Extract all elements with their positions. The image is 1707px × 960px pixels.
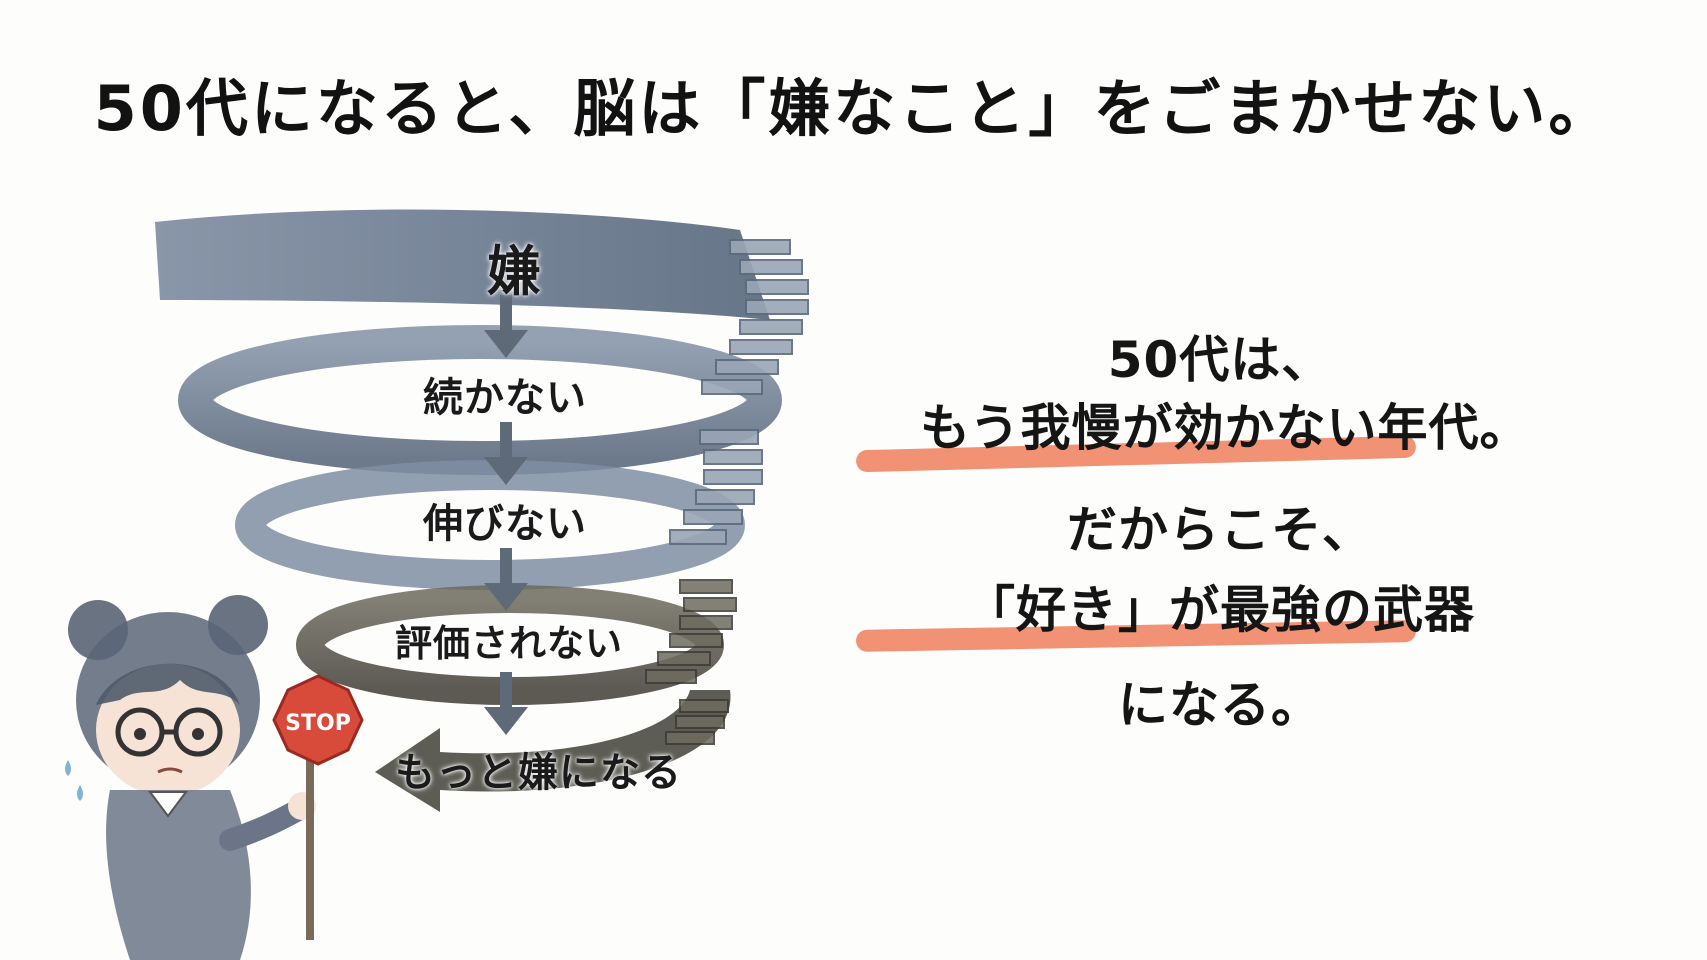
down-arrow-icon [484, 422, 528, 485]
stop-sign-text: STOP [285, 711, 351, 736]
down-arrow-icon [484, 548, 528, 611]
message-line-1: 50代は、 [1107, 331, 1333, 389]
page-title: 50代になると、脳は「嫌なこと」をごまかせない。 [93, 72, 1614, 145]
step-label-not-continue: 続かない [423, 375, 587, 421]
step-label-dislike: 嫌 [487, 240, 542, 303]
spiral-staircase-drawing: STOP [65, 209, 809, 960]
stop-sign-icon: STOP [272, 674, 364, 940]
message-line-5: になる。 [1118, 676, 1322, 734]
top-landing [155, 209, 770, 320]
girl-character [65, 595, 316, 960]
step-label-not-grow: 伸びない [423, 501, 587, 547]
step-label-more-dislike: もっと嫌になる [395, 750, 682, 796]
bottom-arrow-ring [375, 690, 731, 812]
message-line-2: もう我慢が効かない年代。 [920, 399, 1531, 457]
stairs [669, 239, 809, 545]
message-line-4: 「好き」が最強の武器 [965, 581, 1475, 639]
down-arrow-icon [484, 295, 528, 358]
spiral-staircase-illustration: STOP 嫌 続かない 伸びない 評価されない もっと嫌になる [40, 200, 920, 960]
ring-1 [178, 325, 782, 475]
glasses-icon [115, 707, 223, 757]
down-arrow-icon [484, 672, 528, 735]
step-label-not-evaluated: 評価されない [395, 622, 623, 665]
stairs-dark [645, 579, 737, 745]
down-arrows [484, 295, 528, 735]
message-line-3: だからこそ、 [1067, 501, 1373, 559]
